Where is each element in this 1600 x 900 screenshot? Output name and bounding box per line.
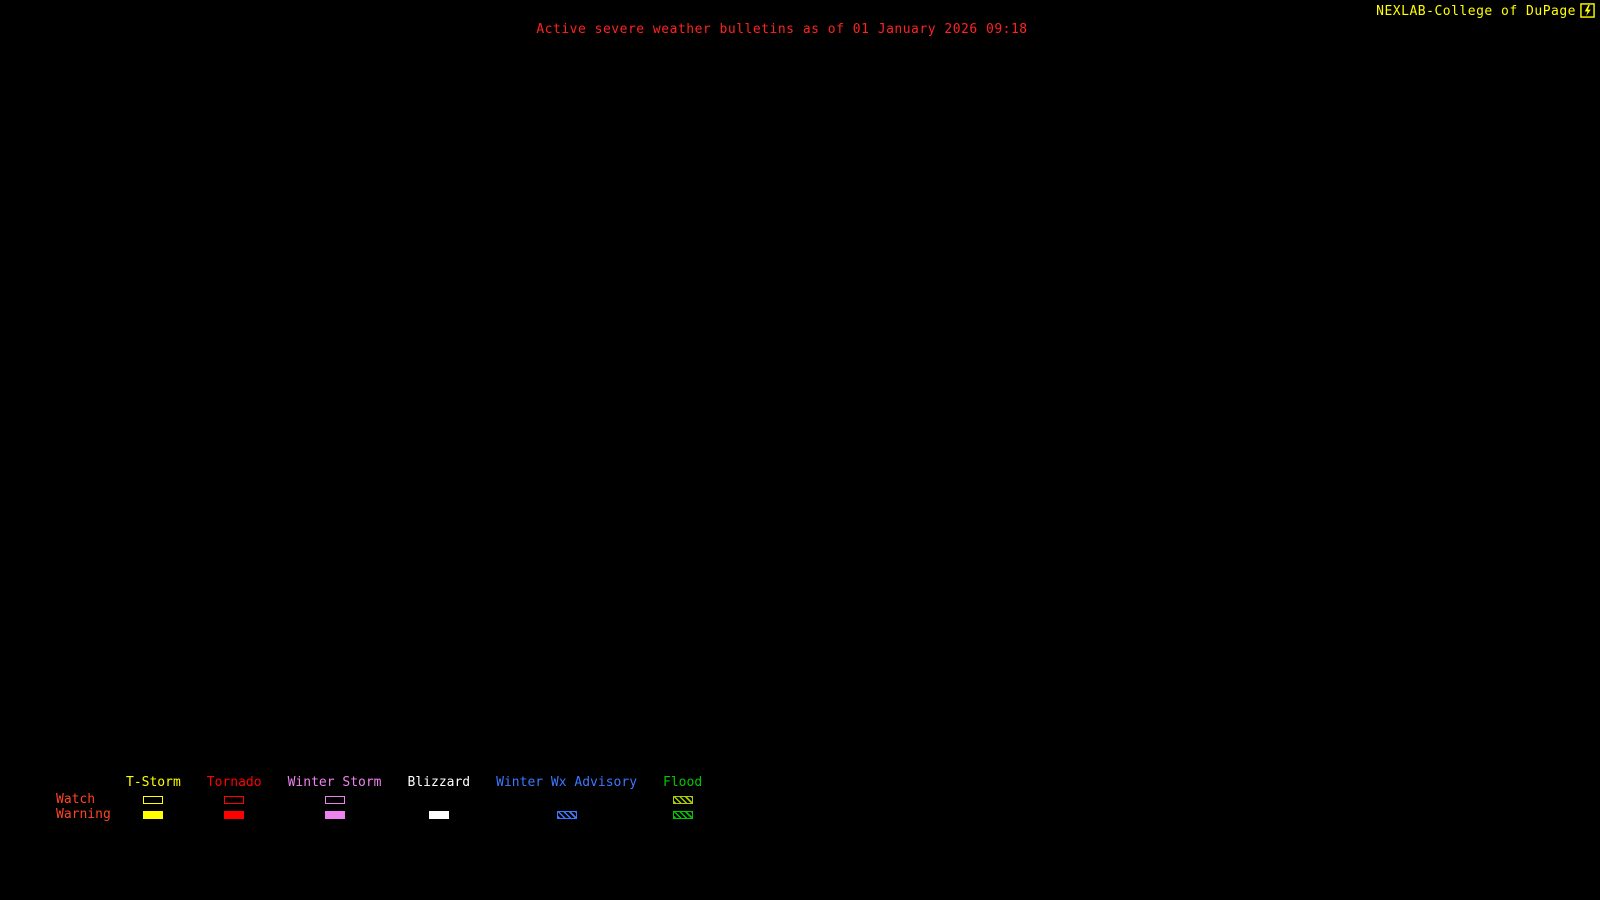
legend: Watch Warning T-Storm Tornado Winter Storm…: [56, 776, 702, 823]
winter-wx-advisory-watch-cell: [496, 792, 637, 807]
flood-warning-swatch: [672, 810, 693, 819]
legend-column-blizzard: Blizzard: [407, 775, 471, 822]
tornado-watch-cell: [207, 792, 262, 807]
tornado-warning-cell: [207, 807, 262, 822]
tstorm-watch-cell: [126, 792, 181, 807]
blizzard-warning-cell: [408, 807, 471, 822]
legend-columns: T-Storm Tornado Winter Storm Blizzard Winter…: [126, 776, 702, 822]
brand-text: NEXLAB-College of DuPage: [1376, 4, 1576, 19]
winter-storm-warning-swatch: [324, 810, 345, 819]
nexlab-logo-icon: [1580, 3, 1595, 18]
legend-column-label-blizzard: Blizzard: [407, 775, 471, 790]
page-title: Active severe weather bulletins as of 01…: [536, 22, 1028, 37]
blizzard-watch-cell: [408, 792, 471, 807]
winter-wx-advisory-warning-swatch: [556, 810, 577, 819]
winter-storm-watch-swatch: [324, 795, 345, 804]
winter-storm-watch-cell: [288, 792, 382, 807]
winter-wx-advisory-warning-cell: [496, 807, 637, 822]
legend-row-labels: Watch Warning: [56, 776, 126, 822]
tornado-watch-swatch: [224, 795, 245, 804]
flood-watch-cell: [663, 792, 702, 807]
legend-column-winter-storm: Winter Storm: [288, 776, 382, 822]
legend-column-label-flood: Flood: [663, 775, 703, 790]
legend-column-tornado: Tornado: [207, 776, 262, 822]
flood-warning-cell: [663, 807, 702, 822]
legend-warning-label: Warning: [56, 807, 111, 822]
legend-header-spacer: [56, 776, 126, 792]
legend-column-winter-wx-advisory: Winter Wx Advisory: [496, 776, 637, 822]
tstorm-watch-swatch: [143, 795, 164, 804]
tstorm-warning-swatch: [143, 810, 164, 819]
legend-column-label-tornado: Tornado: [206, 775, 262, 790]
winter-storm-warning-cell: [288, 807, 382, 822]
legend-column-label-tstorm: T-Storm: [126, 775, 181, 790]
blizzard-warning-swatch: [428, 810, 449, 819]
legend-column-label-winter-wx-advisory: Winter Wx Advisory: [496, 775, 638, 790]
legend-column-flood: Flood: [663, 776, 702, 822]
tornado-warning-swatch: [224, 810, 245, 819]
legend-column-tstorm: T-Storm: [126, 776, 181, 822]
flood-watch-swatch: [672, 795, 693, 804]
legend-watch-label: Watch: [56, 792, 96, 807]
legend-column-label-winter-storm: Winter Storm: [287, 775, 382, 790]
tstorm-warning-cell: [126, 807, 181, 822]
